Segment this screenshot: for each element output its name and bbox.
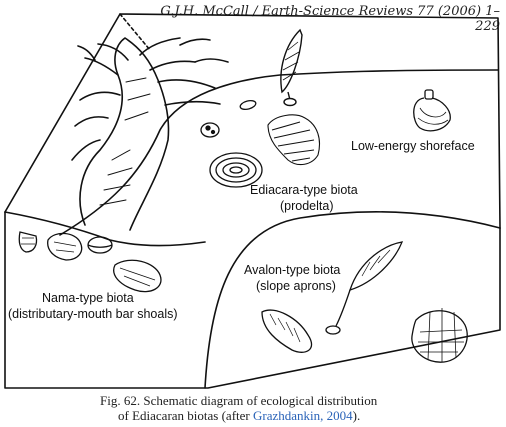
label-low-energy-shoreface: Low-energy shoreface xyxy=(351,139,475,153)
caption-line-2-end: ). xyxy=(352,408,361,423)
frond-fossil-icon xyxy=(280,28,303,107)
avalon-fossils xyxy=(261,241,404,353)
dickinsonia-fossil-icon xyxy=(209,152,263,188)
label-nama-type: Nama-type biota xyxy=(42,291,134,305)
sponge-fossil-icon xyxy=(413,89,451,132)
delta-channel xyxy=(79,37,170,231)
spriggina-fossil-icon xyxy=(267,114,321,166)
caption-line-2: of Ediacaran biotas (after Grazhdankin, … xyxy=(100,408,500,423)
caption-line-1: Fig. 62. Schematic diagram of ecological… xyxy=(100,393,378,408)
caption-line-2-text: of Ediacaran biotas (after xyxy=(118,408,253,423)
label-slope-aprons: (slope aprons) xyxy=(256,279,336,293)
disc-fossil-icon xyxy=(200,99,257,138)
slope-apron-curve xyxy=(204,211,501,389)
figure-caption: Fig. 62. Schematic diagram of ecological… xyxy=(100,393,500,423)
label-distributary: (distributary-mouth bar shoals) xyxy=(8,307,178,321)
block-top-edge xyxy=(4,211,206,247)
quilted-fossil-icon xyxy=(411,308,468,363)
label-avalon-type: Avalon-type biota xyxy=(244,263,340,277)
nama-fossils xyxy=(18,231,162,293)
block-front-face xyxy=(4,211,501,389)
citation-link[interactable]: Grazhdankin, 2004 xyxy=(252,408,353,423)
label-ediacara-type: Ediacara-type biota xyxy=(250,183,358,197)
block-top-outline xyxy=(4,13,501,229)
label-prodelta: (prodelta) xyxy=(280,199,334,213)
